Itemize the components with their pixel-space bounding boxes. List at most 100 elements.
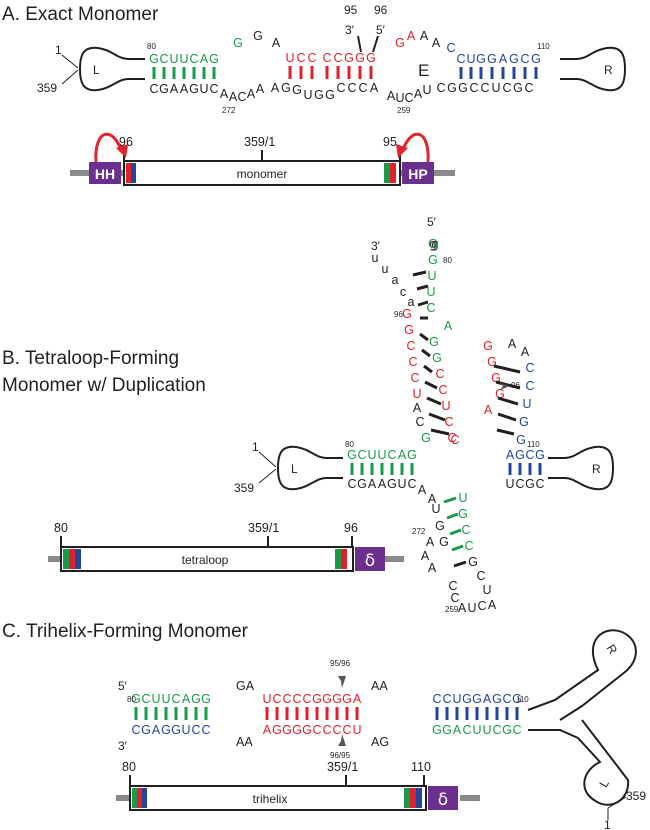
nucleotide: G [429,335,439,349]
nucleotide: G [355,51,365,65]
nucleotide: A [263,723,272,737]
basepair-bar [419,332,429,342]
nucleotide: G [428,253,438,267]
nucleotide: A [170,82,179,96]
bar-c-red-right [410,788,416,808]
nucleotide: G [189,82,199,96]
nucleotide: G [395,36,405,50]
panel-b-title-line2: Monomer w/ Duplication [2,375,206,396]
end-3p-a: 3′ [345,23,355,37]
nucleotide: A [453,723,462,737]
nucleotide: U [467,601,476,615]
nucleotide: A [387,89,396,103]
nucleotide: G [312,692,322,706]
nucleotide: U [169,52,178,66]
nucleotide: G [483,339,493,353]
bar-b-red-left [69,549,75,569]
nucleotide: C [209,82,218,96]
nucleotide: A [483,692,492,706]
nucleotide: C [282,692,291,706]
nucleotide: C [189,52,198,66]
nucleotide: G [171,723,181,737]
nucleotide: G [458,81,468,95]
cleave-marker-bottom-c [338,734,346,746]
basepair-bar [453,560,467,568]
bar-b-blue-left [75,549,81,569]
gap-bottom-right: AG [371,735,389,749]
bar-b-red-right [341,549,347,569]
nucleotide: U [452,692,461,706]
nucleotide: A [426,535,435,549]
bar-b-num-96: 96 [344,521,358,535]
nucleotide: U [522,397,531,411]
nucleotide: G [201,692,211,706]
nucleotide: G [462,692,472,706]
nucleotide: C [336,81,345,95]
nucleotide: A [229,90,238,104]
nucleotide: A [407,29,416,43]
nucleotide: U [472,723,481,737]
loop-r-label-a: R [604,63,613,77]
nucleotide: C [357,448,366,462]
basepair-bar [416,284,429,291]
nucleotide: G [141,723,151,737]
nucleotide: G [191,692,201,706]
pos-359-c: 359 [626,789,646,803]
bar-b-num-359-1: 359/1 [248,521,279,535]
cleave-marker-top-c [338,676,346,688]
nucleotide: A [484,403,493,417]
bar-c-green-left [132,788,137,808]
nucleotide: C [461,523,470,537]
nucleotide: A [353,692,362,706]
bar-a-num-96: 96 [119,135,133,149]
nucleotide: C [426,301,435,315]
nucleotide: U [161,692,170,706]
nucleotide: a [392,273,399,287]
loop-l-label-a: L [93,63,100,77]
end-5p-b: 5′ [427,215,437,229]
helix-diagonal-b: uuacaGGCCCUACGgGUUCAGGCCUCCCGGGGAAACCUGG… [372,237,535,615]
nucleotide: A [182,692,191,706]
tetraloop-bar [60,546,354,572]
flank-right-b [384,556,404,562]
panel-a-title: A. Exact Monomer [2,4,159,25]
nucleotide: u [372,251,379,265]
nick-5p-a [372,35,379,53]
nucleotide: G [491,371,501,385]
bar-a-num-359-1: 359/1 [244,135,275,149]
bar-c-num-80: 80 [122,760,136,774]
tetraloop-label: tetraloop [182,553,229,567]
basepair-bar [412,270,427,277]
nucleotide: C [407,477,416,491]
nucleotide: G [432,723,442,737]
nucleotide: G [442,723,452,737]
nucleotide: G [332,692,342,706]
nucleotide: U [466,52,475,66]
loop-l-label-c: L [596,777,612,790]
loop-l-b [276,445,343,491]
nucleotide: G [531,52,541,66]
num-80-b: 80 [345,440,354,449]
nucleotide: C [312,723,321,737]
nucleotide: C [456,52,465,66]
num-272-a: 272 [222,106,236,115]
basepair-bar [497,396,519,406]
nucleotide: G [342,692,352,706]
panel-c-title: C. Trihelix-Forming Monomer [2,621,249,642]
nucleotide: A [488,598,497,612]
nucleotide: G [458,507,468,521]
basepair-bar [443,496,457,504]
nucleotide: G [512,692,522,706]
nucleotide: A [428,561,437,575]
nucleotide: C [535,477,544,491]
bar-a-num-95: 95 [383,135,397,149]
basepair-bar [426,396,442,406]
nucleotide: U [199,82,208,96]
num-80-top-b: 80 [443,256,452,265]
tick-359-c [607,796,627,809]
flank-left-b [48,556,62,562]
num-95-a: 95 [344,3,358,17]
